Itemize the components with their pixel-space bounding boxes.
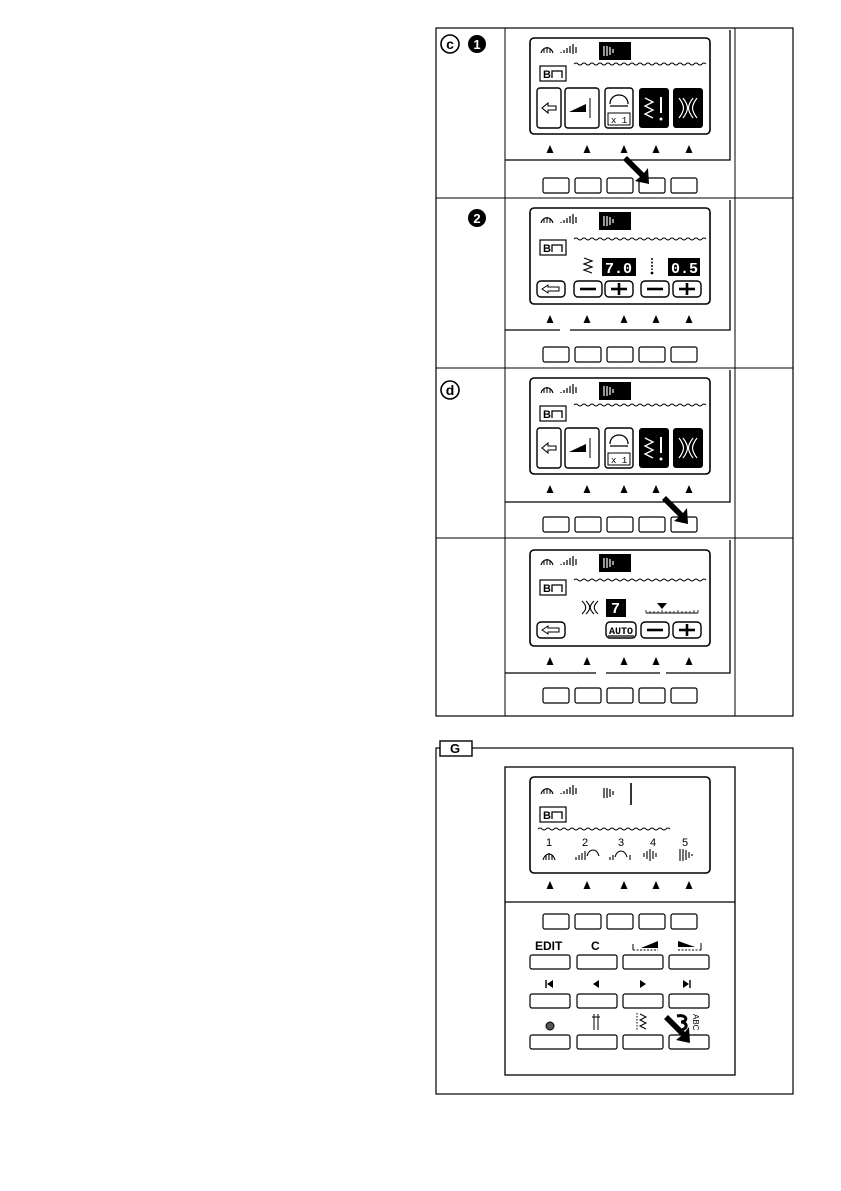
svg-text:7: 7 [611,601,620,618]
mirror-left-icon [633,941,658,950]
svg-text:c: c [446,36,454,52]
svg-text:1: 1 [473,37,480,52]
back-icon[interactable] [537,428,561,468]
edit-key[interactable] [530,955,570,969]
panel-c2: B 7.0 0.5 [505,200,730,362]
pattern-number-3: 3 [618,837,624,849]
svg-text:x 1: x 1 [611,456,627,466]
stitch-mode-key[interactable] [623,1035,663,1049]
first-key[interactable] [530,994,570,1008]
last-key[interactable] [669,994,709,1008]
svg-text:B: B [543,243,551,255]
last-icon [683,980,690,988]
clear-key-label: C [591,939,600,953]
pattern-number-2: 2 [582,837,588,849]
first-icon [546,980,553,988]
memory-icon [546,1022,554,1030]
memory-key[interactable] [530,1035,570,1049]
panel-c1: B x 1 [505,30,730,193]
panel-d: B x 1 [505,370,730,532]
step-badge-2: 2 [468,209,486,227]
svg-text:2: 2 [473,211,480,226]
stitch-icon [637,1013,646,1031]
needle-key[interactable] [577,1035,617,1049]
svg-text:d: d [446,382,455,398]
pattern-number-5: 5 [682,837,688,849]
svg-text:G: G [450,741,460,756]
pattern-number-1: 1 [546,837,552,849]
svg-text:x 1: x 1 [611,116,627,126]
panel-label-d: d [441,381,459,399]
svg-text:0.5: 0.5 [671,261,698,278]
svg-text:7.0: 7.0 [605,261,632,278]
back-icon[interactable] [537,88,561,128]
next-key[interactable] [623,994,663,1008]
width-length-icon[interactable] [639,88,669,128]
lower-frame: G B 1 2 3 4 5 EDIT C [436,741,793,1094]
svg-text:B: B [543,69,551,81]
prev-icon [593,980,599,988]
svg-text:B: B [543,810,551,822]
width-length-icon[interactable] [639,428,669,468]
needle-icon [592,1014,600,1030]
pattern-number-4: 4 [650,837,656,849]
mirror-left-key[interactable] [623,955,663,969]
edit-key-label: EDIT [535,939,563,953]
clear-key[interactable] [577,955,617,969]
svg-text:B: B [543,583,551,595]
mirror-right-icon [678,941,701,950]
mirror-right-key[interactable] [669,955,709,969]
svg-text:B: B [543,409,551,421]
panel-density: B 7 AUTO [505,540,730,703]
step-badge-1: 1 [468,35,486,53]
panel-label-c: c [441,35,459,53]
next-icon [640,980,646,988]
prev-key[interactable] [577,994,617,1008]
svg-text:ABC: ABC [691,1014,700,1031]
